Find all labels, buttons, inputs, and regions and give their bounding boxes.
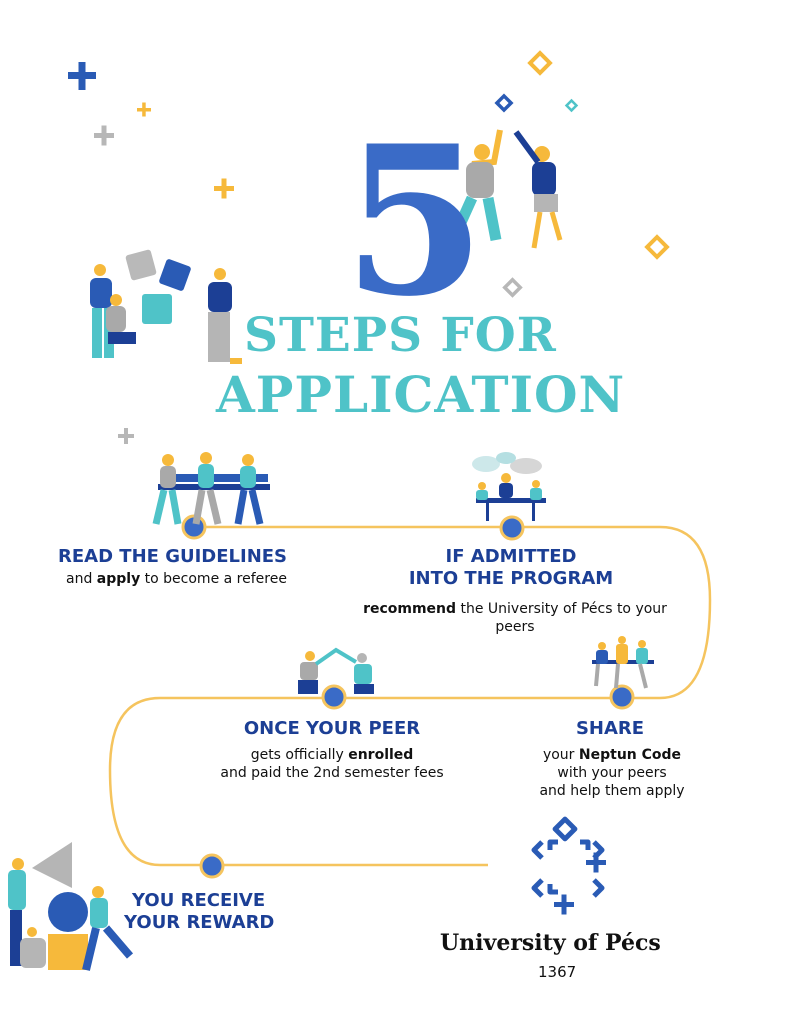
step3-desc: your Neptun Code with your peers and hel… [539,747,685,799]
step-dot [199,853,225,879]
plus-icon [94,125,114,146]
step1-desc: and apply to become a referee [66,571,287,587]
plus-icon [118,428,134,444]
step-dot [321,684,347,710]
diamond-icon [564,98,579,113]
hero-heading-line1: STEPS FOR [244,308,557,363]
step-dot [499,515,525,541]
university-name: University of Pécs [440,930,661,956]
diamond-icon [527,50,553,76]
step4-desc: gets officially enrolled and paid the 2n… [220,747,444,781]
reward-illustration [8,842,134,971]
diamond-icon [494,93,514,113]
plus-icon [137,102,151,117]
diamond-icon [502,277,523,298]
meeting-illustration [472,452,546,521]
team-carrying-illustration [152,452,270,525]
hero-heading-line2: APPLICATION [216,365,626,424]
share-illustration [592,636,654,689]
peer-illustration [298,647,374,694]
step4-title: ONCE YOUR PEER [243,718,421,739]
step2-title: IF ADMITTED INTO THE PROGRAM [408,546,614,589]
puzzle-illustration [90,249,242,364]
step5-title: YOU RECEIVE YOUR REWARD [124,890,275,933]
step-dot [609,684,635,710]
diamond-icon [644,234,670,260]
plus-icon [68,62,96,90]
step1-title: READ THE GUIDELINES [58,546,288,567]
university-year: 1367 [538,963,577,981]
high-five-illustration [448,129,563,249]
university-logo-icon [531,816,606,915]
step2-desc: recommend the University of Pécs to your… [363,601,667,635]
step3-title: SHARE [575,718,645,739]
hero-number: 5 [343,102,486,342]
progress-path [108,525,712,867]
plus-icon [214,178,234,199]
